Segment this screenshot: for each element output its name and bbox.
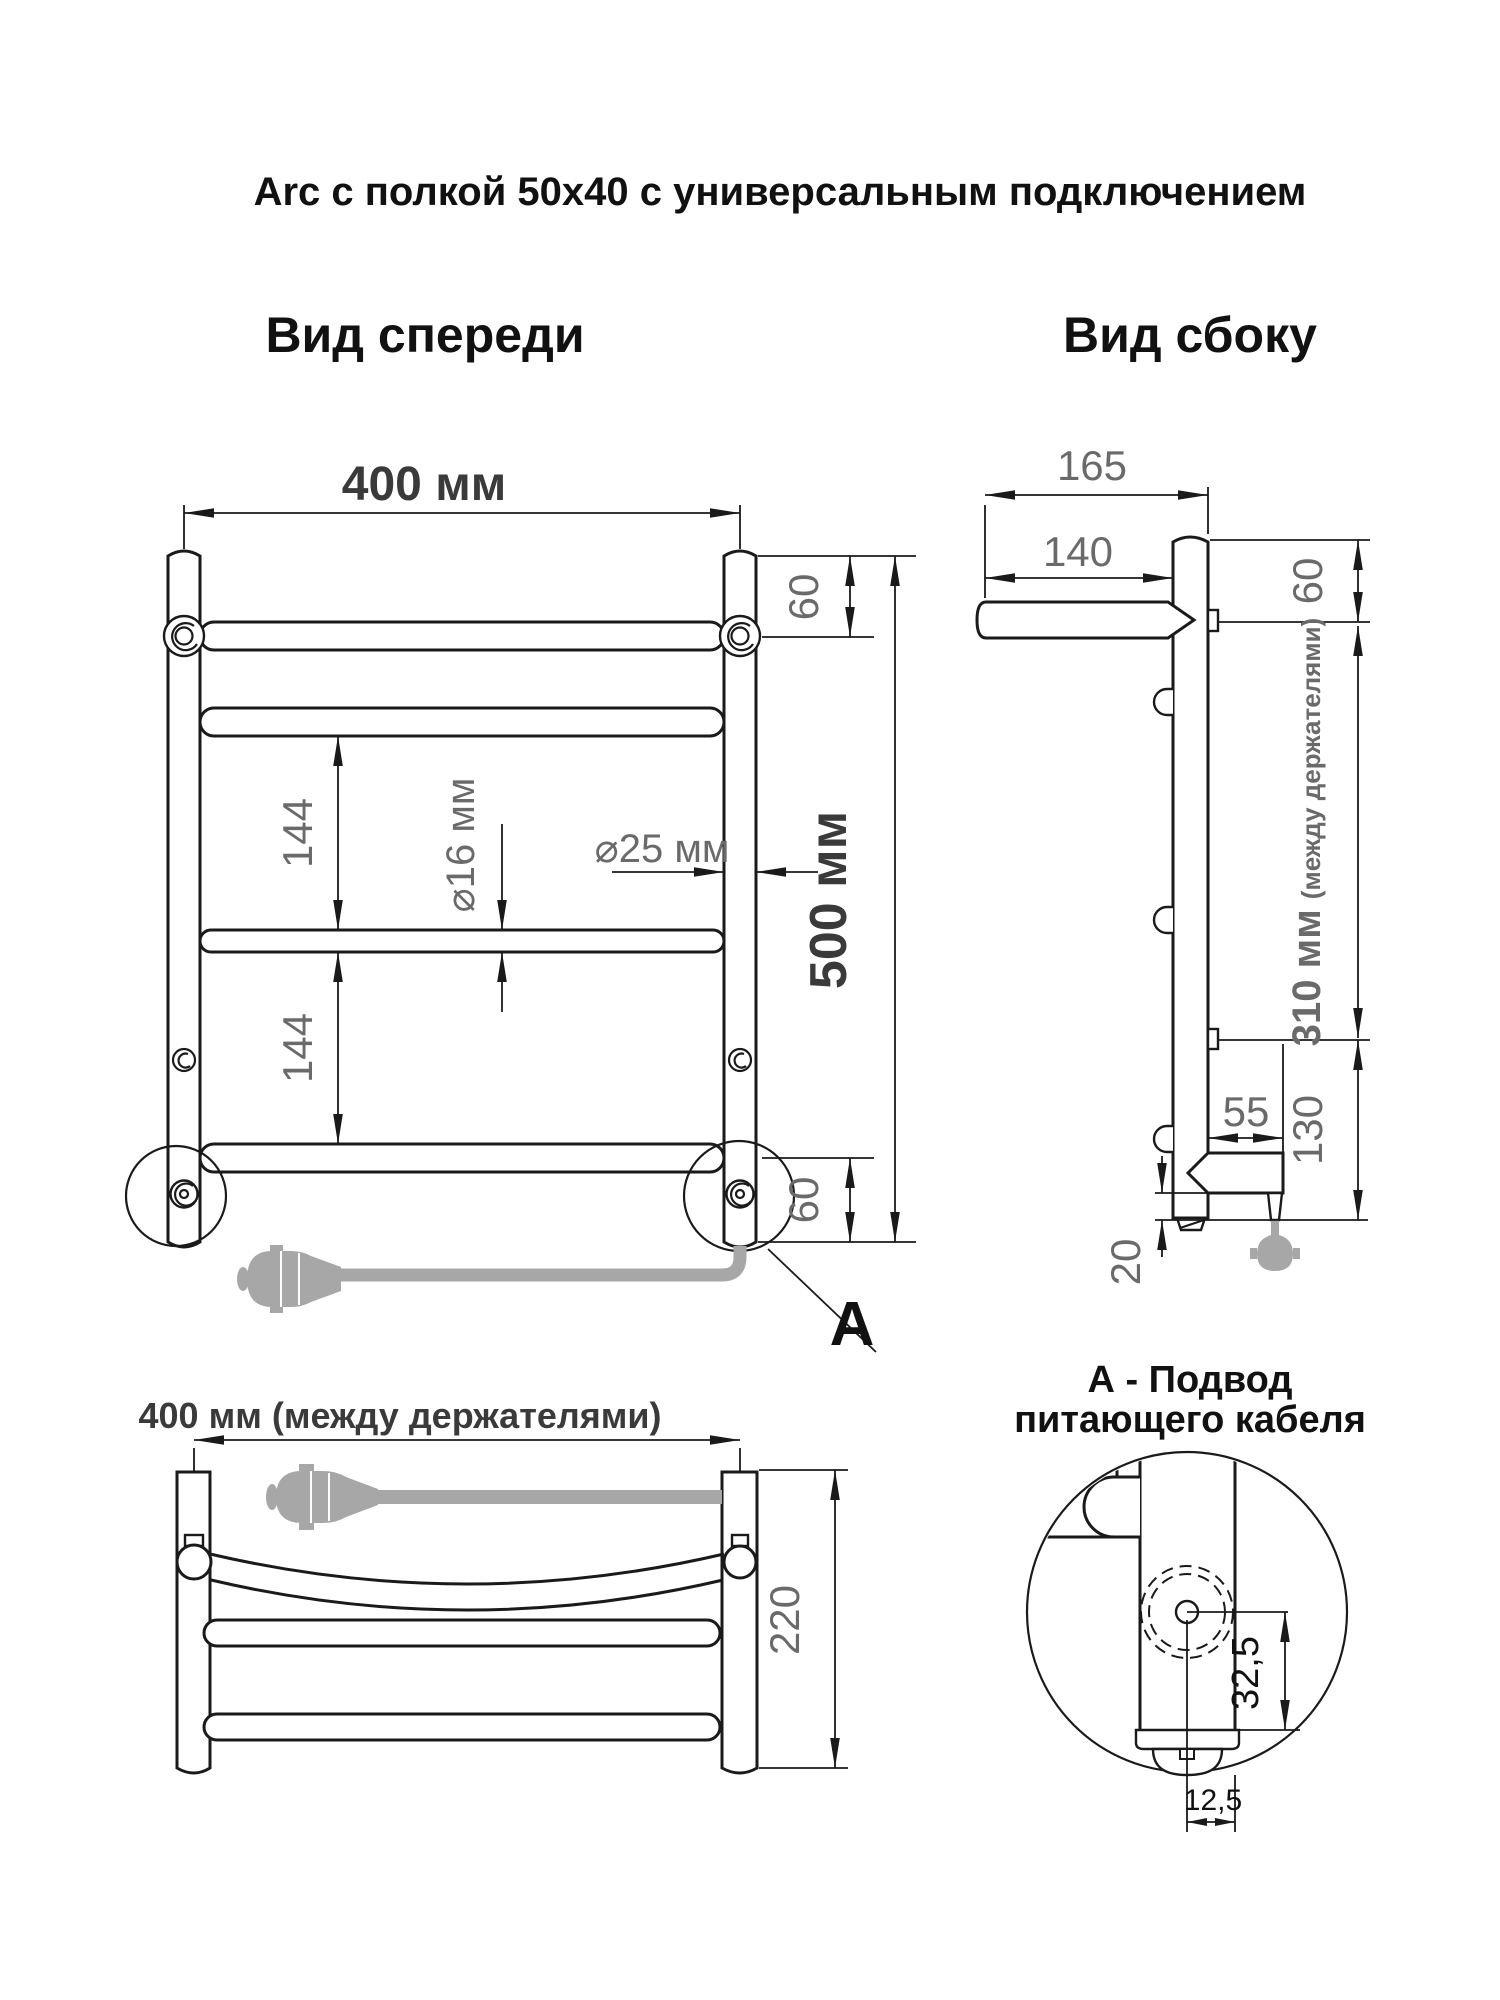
front-rails [198,620,726,1174]
side-bracket-span-note: (между держателями) [1296,618,1326,899]
front-dimension-labels: 400 мм 60 500 мм 60 144 144 ⌀16 мм ⌀25 м… [274,458,858,1223]
side-post [1171,535,1210,1220]
detail-clipped-geometry [1029,1454,1237,1730]
front-rail-gap1-label: 144 [274,798,321,868]
front-dimensions [183,505,916,1243]
detail-dimensions [1186,1611,1300,1832]
side-top-offset-label: 60 [1284,558,1331,605]
side-dimension-labels: 165 140 60 310 мм(между держателями) 55 … [1043,442,1331,1285]
bottom-curved-rails [209,1552,725,1612]
detail-a-leader [767,1248,877,1353]
drawing-title: Arc с полкой 50x40 с универсальным подкл… [254,170,1307,214]
side-post-foot-hatch [1179,1218,1205,1230]
side-dimensions [984,487,1370,1257]
front-width-label: 400 мм [342,458,506,511]
front-view: Вид спереди [124,307,916,1359]
front-top-brackets [162,614,762,658]
side-view: Вид сбоку [975,307,1370,1285]
bottom-width-label: 400 мм (между держателями) [139,1395,662,1436]
bottom-brackets [175,1533,758,1581]
side-cable-gland [1266,1191,1284,1222]
detail-caption-line1: А - Подвод [1087,1359,1292,1401]
power-cable-front [237,1245,747,1313]
bottom-straight-rails [202,1618,722,1742]
front-height-label: 500 мм [800,811,858,989]
side-shelf-tube [975,600,1197,640]
power-cable-side [1250,1220,1300,1271]
side-shelf-depth-label: 140 [1043,528,1113,575]
front-screws [171,1047,753,1073]
bottom-depth-label: 220 [761,1585,808,1655]
front-bottom-brackets [169,1179,755,1209]
bottom-view: 400 мм (между держателями) [139,1395,848,1775]
side-bottom-span-label: 130 [1284,1095,1331,1165]
front-post-diameter-label: ⌀25 мм [595,827,730,871]
detail-center-offset-label: 32,5 [1225,1636,1267,1710]
front-top-offset-label: 60 [780,574,827,621]
side-bracket-span-label: 310 мм (между держателями) [1285,618,1329,1046]
front-tube-diameter-label: ⌀16 мм [439,778,483,913]
side-wall-stubs [1206,608,1220,1051]
front-rail-gap2-label: 144 [274,1013,321,1083]
side-cable-offset-label: 55 [1223,1088,1270,1135]
side-view-heading: Вид сбоку [1063,307,1317,363]
side-bracket-bumps [1152,687,1173,1154]
detail-caption-line2: питающего кабеля [1014,1399,1366,1441]
detail-edge-offset-label: 12,5 [1184,1784,1242,1817]
side-bracket-span-value: 310 мм [1285,909,1329,1046]
side-foot-height-label: 20 [1102,1239,1149,1286]
side-total-depth-label: 165 [1057,442,1127,489]
side-bottom-rail [1185,1151,1285,1195]
detail-a-view: А - Подвод питающего кабеля 32,5 [1014,1359,1366,1832]
front-view-heading: Вид спереди [265,307,584,363]
detail-a-marker: А [830,1290,875,1359]
power-cable-bottom [266,1464,722,1530]
front-bottom-offset-label: 60 [780,1177,827,1224]
